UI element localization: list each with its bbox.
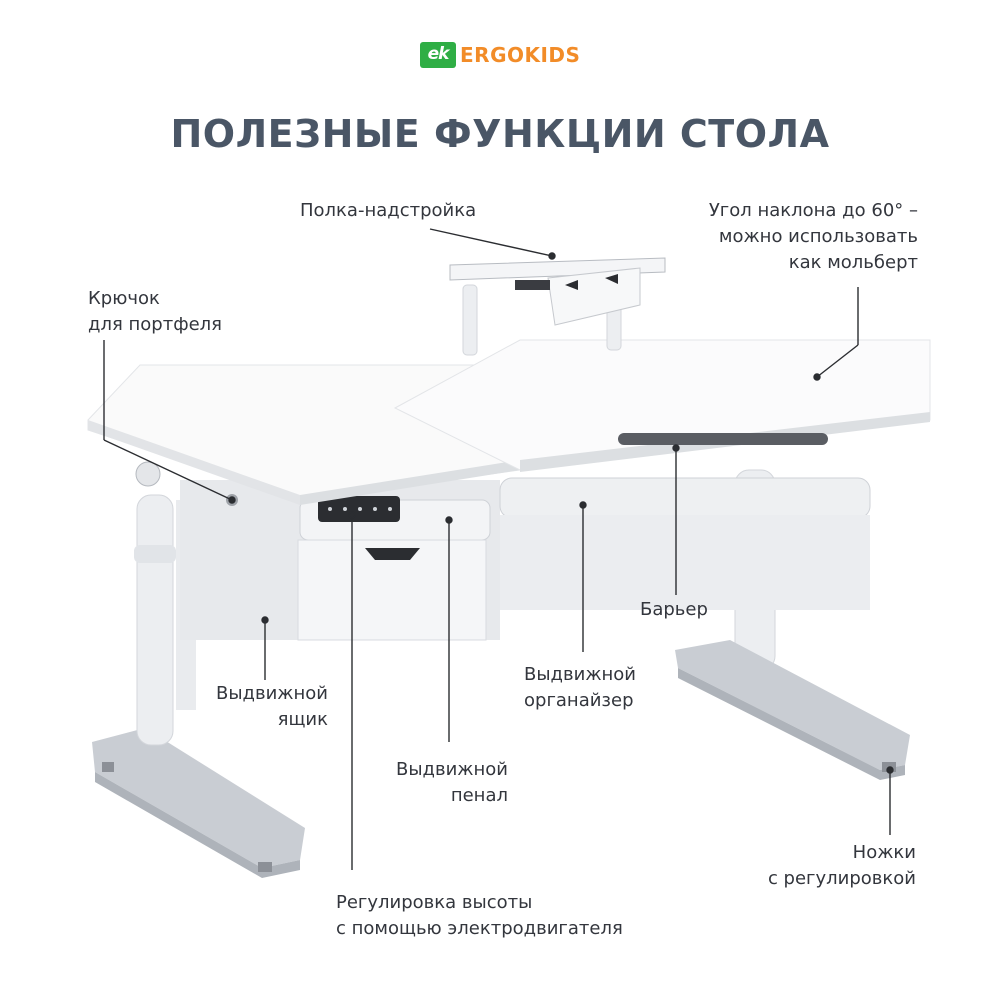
callout-feet-line1: Ножки — [852, 842, 916, 863]
callout-barrier: Барьер — [640, 597, 708, 623]
callout-hook: Крючок для портфеля — [88, 286, 222, 338]
callout-pencil-case-line1: Выдвижной — [395, 759, 508, 780]
callout-hook-line2: для портфеля — [88, 314, 222, 335]
callout-feet-line2: с регулировкой — [767, 868, 916, 889]
callout-drawer-line2: ящик — [277, 709, 328, 730]
logo-mark-icon: ek — [420, 42, 456, 68]
callout-organizer-line1: Выдвижной — [524, 664, 637, 685]
leader-lines — [103, 228, 894, 870]
callout-tilt-line1: Угол наклона до 60° – — [708, 200, 918, 221]
callout-feet: Ножки с регулировкой — [700, 840, 916, 892]
drawer-unit — [180, 477, 871, 641]
shelf-addon — [449, 257, 666, 356]
brand-name: ERGOKIDS — [460, 43, 581, 67]
callout-shelf-line1: Полка-надстройка — [300, 200, 477, 221]
desktop — [87, 339, 931, 506]
callout-tilt: Угол наклона до 60° – можно использовать… — [660, 198, 918, 276]
callout-pencil-case: Выдвижной пенал — [370, 757, 508, 809]
callout-tilt-line3: как мольберт — [788, 252, 918, 273]
callout-drawer-line1: Выдвижной — [215, 683, 328, 704]
callout-motor-line1: Регулировка высоты — [336, 892, 533, 913]
callout-shelf: Полка-надстройка — [300, 198, 476, 224]
callout-organizer: Выдвижной органайзер — [524, 662, 636, 714]
callout-motor: Регулировка высоты с помощью электродвиг… — [336, 890, 623, 942]
logo-mark-text: ek — [427, 44, 450, 64]
callout-barrier-line1: Барьер — [640, 599, 708, 620]
callout-tilt-line2: можно использовать — [718, 226, 918, 247]
callout-motor-line2: с помощью электродвигателя — [336, 918, 623, 939]
callout-pencil-case-line2: пенал — [450, 785, 508, 806]
callout-hook-line1: Крючок — [88, 288, 160, 309]
callout-drawer: Выдвижной ящик — [190, 681, 328, 733]
callout-organizer-line2: органайзер — [524, 690, 634, 711]
brand-logo: ek ERGOKIDS — [420, 40, 580, 70]
page-title: ПОЛЕЗНЫЕ ФУНКЦИИ СТОЛА — [170, 112, 830, 156]
